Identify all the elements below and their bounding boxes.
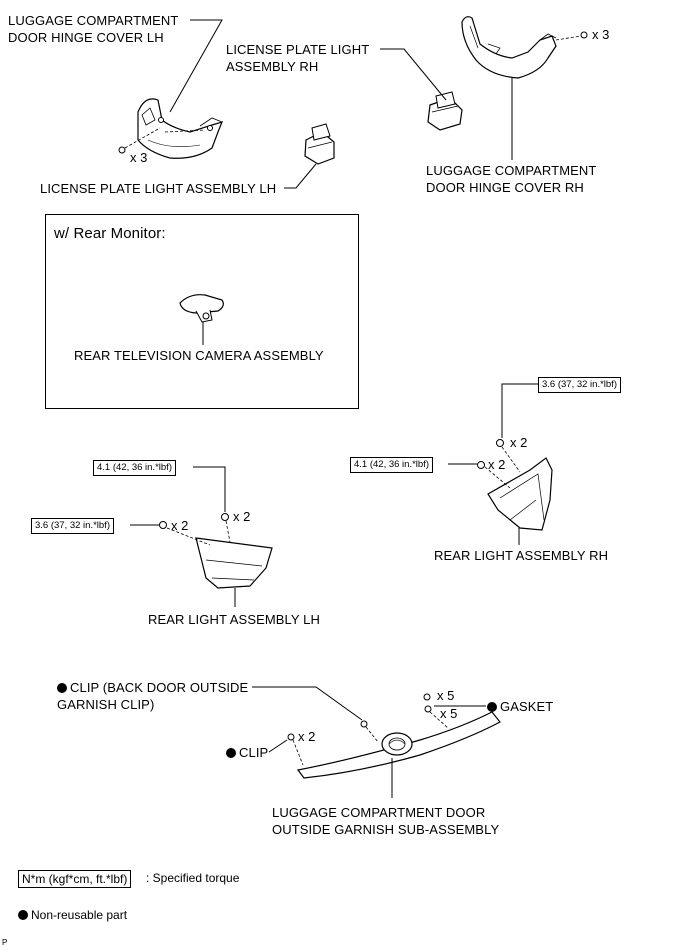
gasket-text: GASKET [500, 699, 554, 714]
rear-monitor-box [45, 214, 359, 409]
garnish-part [287, 693, 501, 779]
rear-light-rh-label: REAR LIGHT ASSEMBLY RH [434, 548, 609, 563]
torque-lh-upper: 4.1 (42, 36 in.*lbf) [93, 460, 176, 476]
legend-nonreusable: Non-reusable part [18, 907, 127, 923]
clip-label: CLIP [226, 744, 268, 761]
license-light-lh-label: LICENSE PLATE LIGHT ASSEMBLY LH [40, 181, 277, 196]
rear-light-rh-part [477, 439, 553, 531]
rear-monitor-title: w/ Rear Monitor: [54, 225, 166, 242]
torque-rh-side: 4.1 (42, 36 in.*lbf) [350, 457, 433, 473]
lh-upper-nut-qty: x 2 [233, 509, 251, 524]
nonreusable-dot-icon [18, 910, 28, 920]
hinge-rh-screw-qty: x 3 [592, 27, 610, 42]
gasket-label: GASKET [487, 698, 553, 715]
legend-torque-desc: : Specified torque [146, 871, 240, 885]
torque-lh-side: 3.6 (37, 32 in.*lbf) [31, 518, 114, 534]
figure-code: P [2, 938, 8, 947]
garnish-nut-qty: x 5 [437, 688, 455, 703]
rear-light-lh-part [159, 513, 273, 589]
license-light-rh-part [427, 91, 463, 131]
torque-rh-upper: 3.6 (37, 32 in.*lbf) [538, 377, 621, 393]
camera-label: REAR TELEVISION CAMERA ASSEMBLY [74, 348, 324, 363]
nonreusable-dot-icon [57, 683, 67, 693]
rear-light-lh-label: REAR LIGHT ASSEMBLY LH [148, 612, 320, 627]
nonreusable-dot-icon [226, 748, 236, 758]
hinge-lh-screw-qty: x 3 [130, 150, 148, 165]
lh-side-nut-qty: x 2 [171, 518, 189, 533]
legend-torque-unit: N*m (kgf*cm, ft.*lbf) [18, 870, 132, 888]
legend-nonreusable-text: Non-reusable part [31, 908, 128, 922]
hinge-cover-rh-label: LUGGAGE COMPARTMENT DOOR HINGE COVER RH [426, 163, 597, 195]
clip-garnish-label: CLIP (BACK DOOR OUTSIDE GARNISH CLIP) [57, 679, 248, 713]
hinge-cover-lh-part [118, 98, 224, 159]
license-light-rh-label: LICENSE PLATE LIGHT ASSEMBLY RH [226, 42, 370, 74]
hinge-cover-lh-label: LUGGAGE COMPARTMENT DOOR HINGE COVER LH [8, 13, 179, 45]
garnish-label: LUGGAGE COMPARTMENT DOOR OUTSIDE GARNISH… [272, 805, 500, 837]
gasket-qty: x 5 [440, 706, 458, 721]
camera-part [179, 294, 224, 323]
nonreusable-dot-icon [487, 702, 497, 712]
clip-qty: x 2 [298, 729, 316, 744]
clip-garnish-text: CLIP (BACK DOOR OUTSIDE GARNISH CLIP) [57, 680, 249, 712]
hinge-cover-rh-part [461, 16, 588, 79]
clip-text: CLIP [239, 745, 269, 760]
rh-upper-nut-qty: x 2 [510, 435, 528, 450]
license-light-lh-part [304, 123, 335, 165]
rh-side-nut-qty: x 2 [488, 457, 506, 472]
